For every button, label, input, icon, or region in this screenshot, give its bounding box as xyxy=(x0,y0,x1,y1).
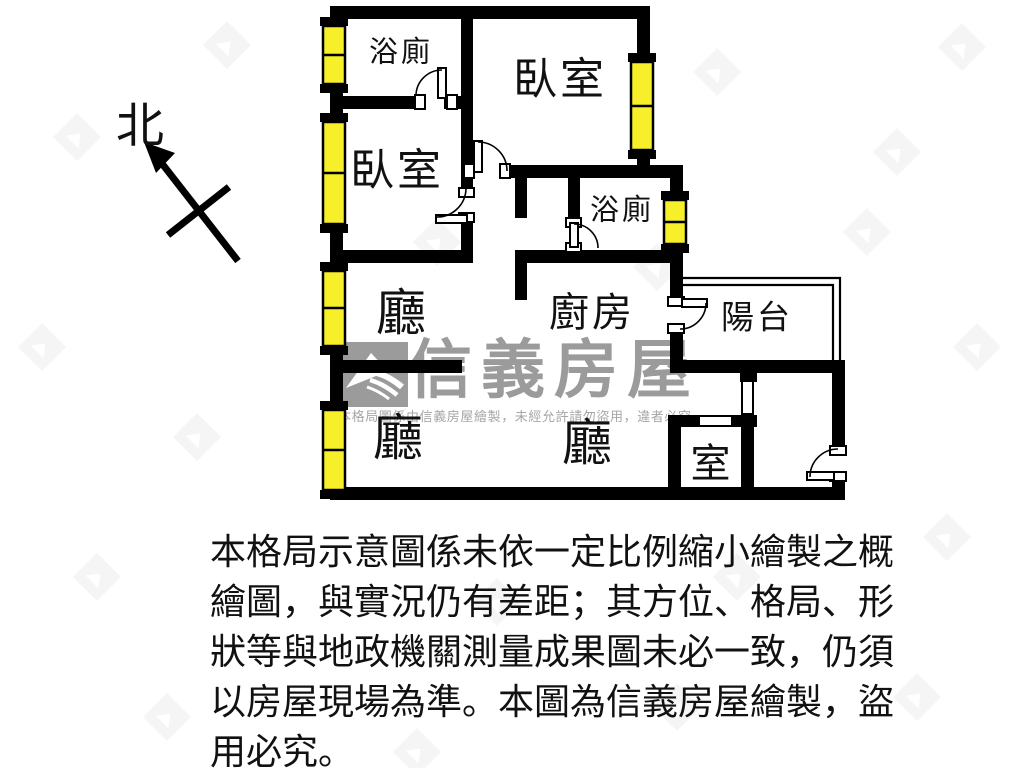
room-label-kitchen: 廚房 xyxy=(549,290,635,335)
window xyxy=(320,113,348,233)
window xyxy=(628,53,656,159)
room-label-room: 室 xyxy=(690,441,734,486)
door-bathroom-1 xyxy=(414,67,458,110)
door-balcony xyxy=(667,296,708,334)
north-label: 北 xyxy=(115,100,165,153)
window xyxy=(320,17,348,93)
room-label-balcony: 陽台 xyxy=(721,300,793,337)
disclaimer-line: 以房屋現場為準。本圖為信義房屋繪製，盜 xyxy=(210,682,895,722)
door-bedroom-1 xyxy=(463,140,511,179)
room-label-hall-1: 廳 xyxy=(376,285,426,341)
door-bathroom-2 xyxy=(565,217,599,253)
disclaimer-line: 繪圖，與實況仍有差距；其方位、格局、形 xyxy=(210,582,895,622)
door-bedroom-2 xyxy=(435,187,475,224)
disclaimer-line: 用必究。 xyxy=(210,732,355,768)
room-label-bathroom-2: 浴廁 xyxy=(589,194,655,227)
disclaimer-line: 狀等與地政機關測量成果圖未必一致，仍須 xyxy=(210,632,895,672)
room-label-hall-3: 廳 xyxy=(562,415,612,471)
watermark-notice-text: 本格局圖係由信義房屋繪製，未經允許請勿盜用，違者必究 xyxy=(338,409,692,424)
window xyxy=(320,262,348,355)
disclaimer-line: 本格局示意圖係未依一定比例縮小繪製之概 xyxy=(210,532,895,572)
sliding-door xyxy=(741,380,754,415)
disclaimer-text: 本格局示意圖係未依一定比例縮小繪製之概 繪圖，與實況仍有差距；其方位、格局、形 … xyxy=(210,527,894,768)
room-label-hall-2: 廳 xyxy=(373,410,423,466)
north-arrow-icon xyxy=(144,142,241,264)
room-label-bedroom-1: 臥室 xyxy=(513,55,607,104)
room-label-bathroom-1: 浴廁 xyxy=(368,36,434,69)
room-window xyxy=(698,415,733,427)
room-label-bedroom-2: 臥室 xyxy=(350,146,444,195)
window xyxy=(661,191,689,253)
balcony-railing xyxy=(683,276,842,366)
window xyxy=(320,401,348,499)
door-entry xyxy=(806,445,847,482)
